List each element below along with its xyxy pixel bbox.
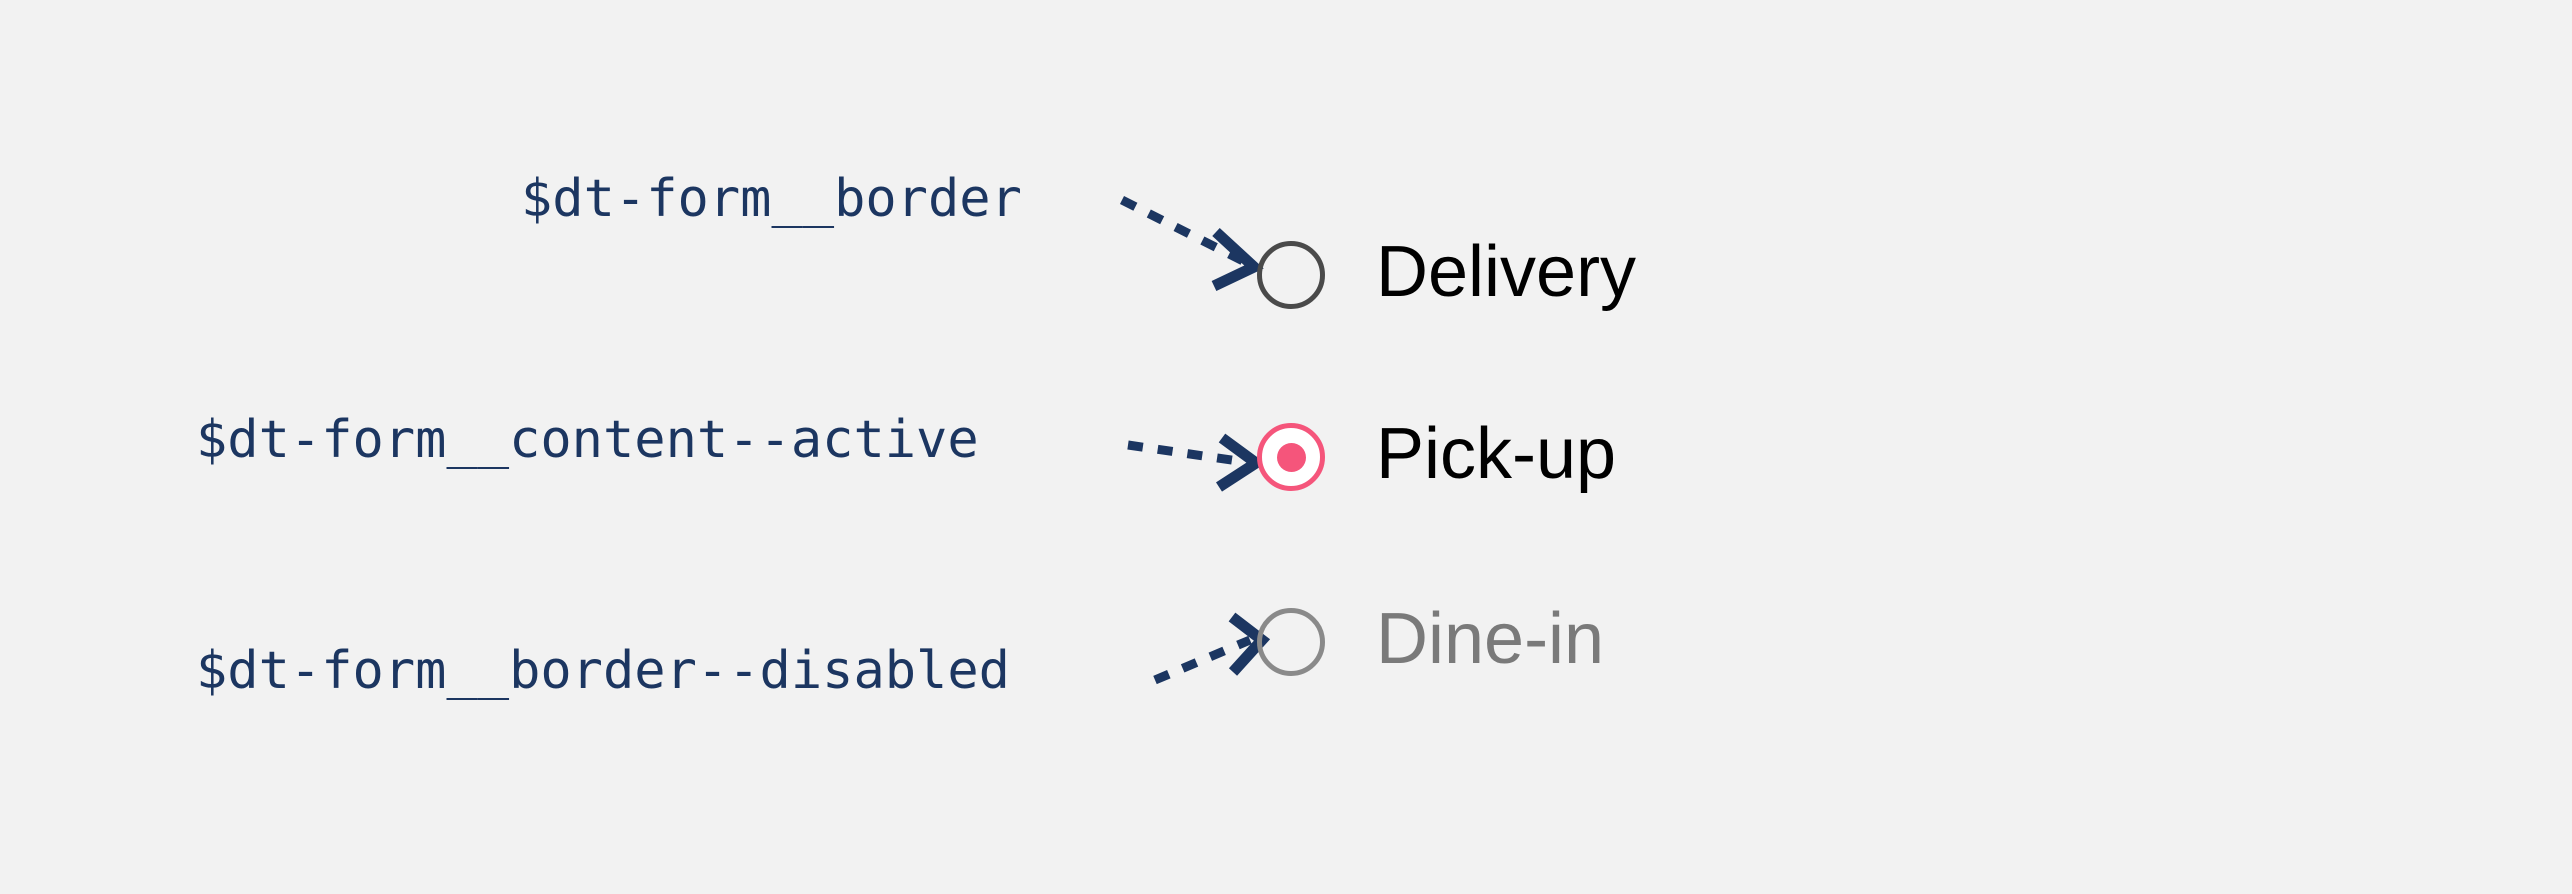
radio-option-delivery[interactable]: Delivery bbox=[1257, 236, 1636, 309]
dotted-arrow-icon-3 bbox=[1153, 612, 1271, 685]
radio-label-pickup: Pick-up bbox=[1376, 414, 1617, 494]
token-label-form-content-active: $dt-form__content--active bbox=[196, 410, 979, 470]
radio-option-pickup[interactable]: Pick-up bbox=[1257, 418, 1616, 491]
dotted-arrow-icon-1 bbox=[1119, 195, 1264, 291]
radio-option-dinein: Dine-in bbox=[1257, 603, 1604, 676]
radio-label-delivery: Delivery bbox=[1376, 232, 1637, 312]
token-label-form-border: $dt-form__border bbox=[521, 169, 1022, 229]
radio-unchecked-icon[interactable] bbox=[1257, 241, 1325, 309]
dotted-arrow-icon-2 bbox=[1127, 433, 1266, 492]
token-label-form-border-disabled: $dt-form__border--disabled bbox=[196, 641, 1010, 701]
radio-disabled-icon bbox=[1257, 608, 1325, 676]
radio-inner-dot bbox=[1276, 442, 1306, 472]
radio-label-dinein: Dine-in bbox=[1376, 599, 1605, 679]
radio-checked-icon[interactable] bbox=[1257, 423, 1325, 491]
